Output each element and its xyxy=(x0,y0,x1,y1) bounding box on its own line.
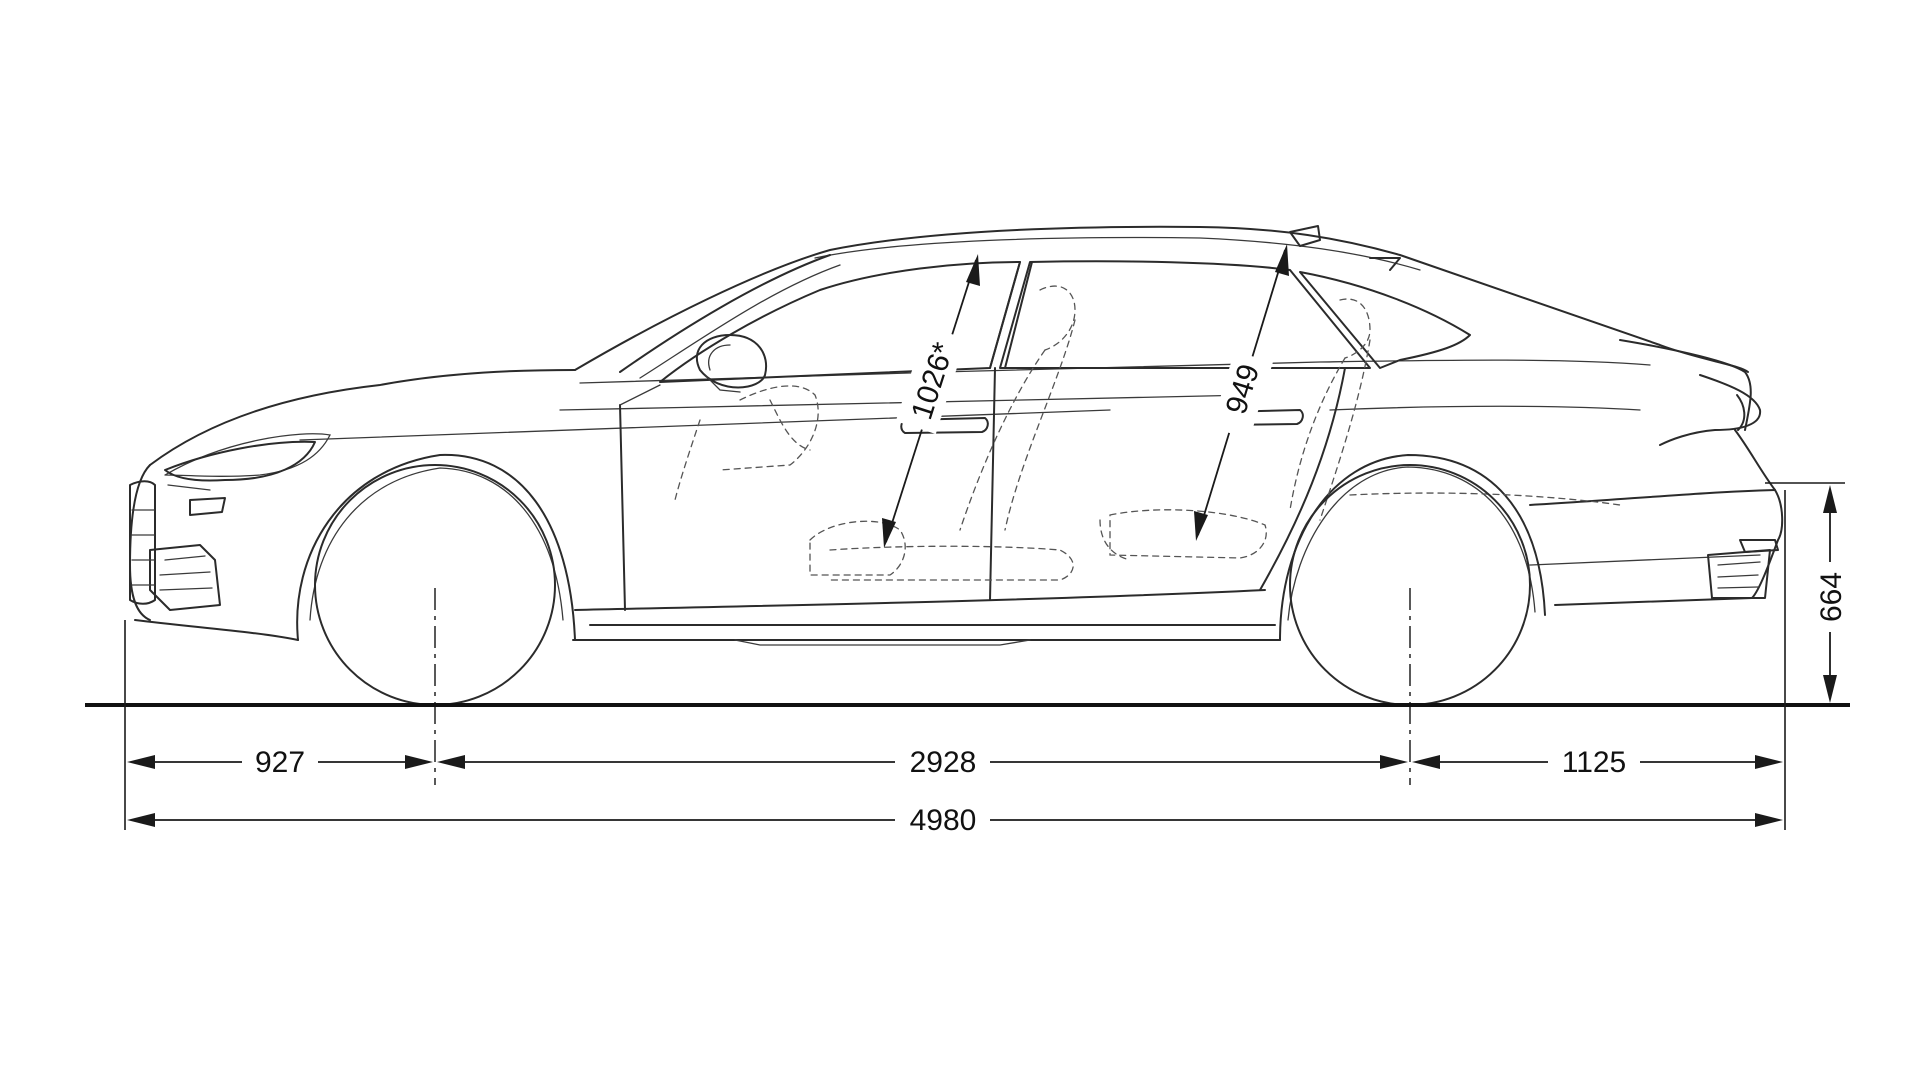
wheelbase-label: 2928 xyxy=(910,746,977,779)
overall-length-label: 4980 xyxy=(910,804,977,837)
wheelbase-dimension: 2928 xyxy=(437,746,1408,779)
load-sill-height-label: 664 xyxy=(1815,572,1848,622)
front-overhang-dimension: 927 xyxy=(127,746,433,779)
rear-headroom-label: 949 xyxy=(1220,360,1266,418)
rear-overhang-dimension: 1125 xyxy=(1412,746,1783,779)
seats-hidden-lines xyxy=(674,285,1621,581)
overall-length-dimension: 4980 xyxy=(127,804,1783,837)
load-sill-height-dimension: 664 xyxy=(1815,485,1848,703)
front-overhang-label: 927 xyxy=(255,746,305,779)
rear-headroom-dimension: 949 xyxy=(1194,244,1289,541)
car-body-outline xyxy=(129,225,1784,646)
rear-overhang-label: 1125 xyxy=(1562,746,1627,779)
